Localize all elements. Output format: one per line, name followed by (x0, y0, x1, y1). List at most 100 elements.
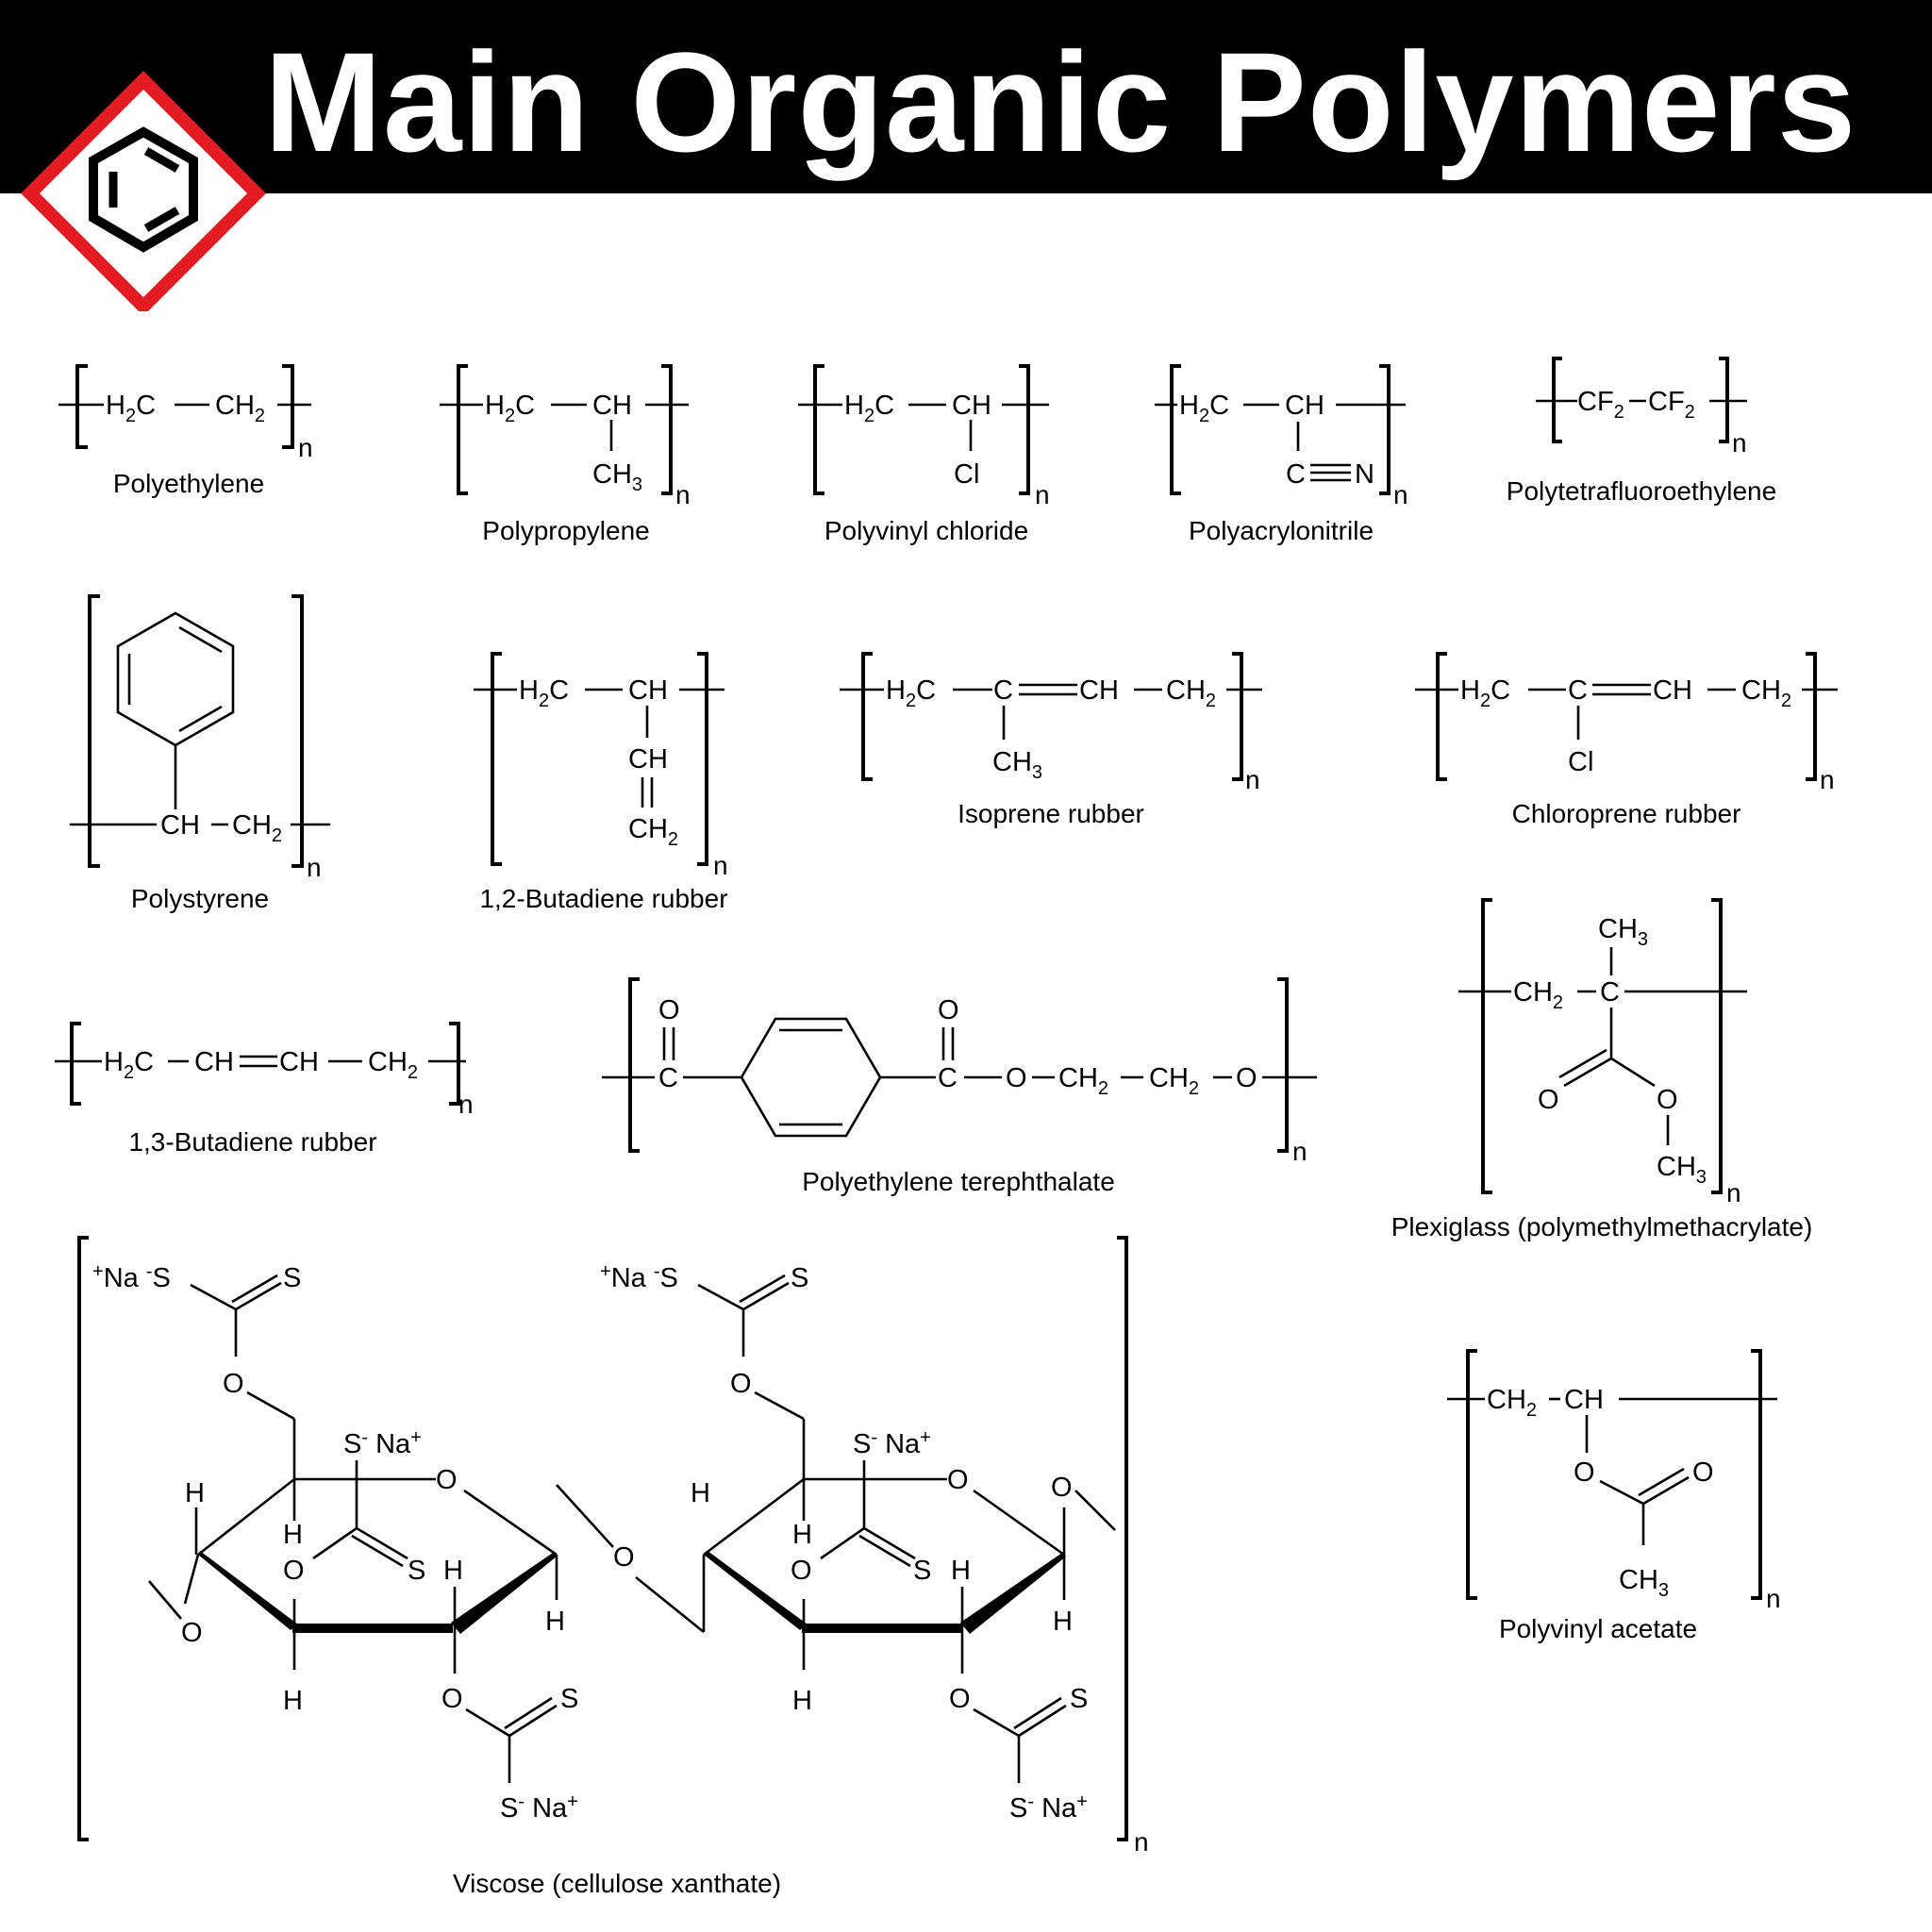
svg-text:S: S (1070, 1684, 1088, 1714)
label-polyacrylonitrile: Polyacrylonitrile (1189, 516, 1374, 545)
svg-text:H: H (185, 1478, 205, 1508)
svg-text:O: O (441, 1684, 463, 1714)
svg-text:H2C: H2C (1460, 675, 1510, 711)
svg-text:C: C (658, 1063, 678, 1093)
svg-text:CH: CH (160, 810, 200, 841)
svg-text:CH2: CH2 (1513, 977, 1563, 1013)
svg-text:H2C: H2C (519, 675, 569, 711)
svg-text:CH2: CH2 (1058, 1063, 1108, 1099)
polypropylene-structure: H2C CH CH3 n Polypropylene (440, 364, 691, 545)
svg-text:H: H (792, 1686, 812, 1716)
svg-text:O: O (938, 995, 959, 1025)
repeat-index: n (1292, 1137, 1307, 1166)
svg-text:CH: CH (592, 391, 632, 421)
pet-structure: C O C O O CH2 CH2 O n Polyethylene terep… (602, 977, 1317, 1196)
svg-text:H: H (691, 1478, 710, 1508)
svg-text:O: O (730, 1369, 752, 1399)
svg-text:C: C (1600, 977, 1620, 1008)
svg-text:CH3: CH3 (592, 459, 642, 495)
repeat-index: n (1134, 1827, 1149, 1857)
svg-text:CH3: CH3 (1657, 1152, 1707, 1188)
butadiene-12-structure: H2C CH CH CH2 n 1,2-Butadiene rubber (474, 652, 728, 913)
title-bar: Main Organic Polymers (0, 0, 1932, 193)
svg-text:CH: CH (279, 1047, 319, 1077)
polyvinyl-acetate-structure: CH2 CH O O CH3 n Polyvinyl acetate (1447, 1349, 1781, 1643)
svg-text:CF2: CF2 (1577, 387, 1624, 423)
repeat-index: n (307, 853, 322, 882)
polytetrafluoroethylene-structure: CF2 CF2 n Polytetrafluoroethylene (1507, 357, 1776, 506)
isoprene-structure: H2C C CH CH2 CH3 n Isoprene rubber (840, 652, 1262, 828)
label-polytetrafluoroethylene: Polytetrafluoroethylene (1507, 476, 1776, 506)
svg-text:H: H (283, 1686, 303, 1716)
label-isoprene: Isoprene rubber (958, 799, 1144, 828)
svg-text:H: H (951, 1556, 971, 1586)
label-polyvinyl-chloride: Polyvinyl chloride (824, 516, 1028, 545)
svg-text:S- Na+: S- Na+ (1009, 1791, 1088, 1824)
svg-text:CH3: CH3 (992, 747, 1042, 783)
svg-text:H: H (443, 1556, 463, 1586)
svg-text:O: O (1236, 1063, 1257, 1093)
svg-text:CH: CH (1564, 1385, 1604, 1415)
chloroprene-structure: H2C C CH CH2 Cl n Chloroprene rubber (1415, 652, 1838, 828)
svg-text:CH2: CH2 (1149, 1063, 1199, 1099)
svg-text:H2C: H2C (485, 391, 535, 426)
svg-text:S- Na+: S- Na+ (853, 1427, 931, 1459)
repeat-index: n (1393, 480, 1408, 509)
svg-text:C: C (938, 1063, 958, 1093)
svg-text:S- Na+: S- Na+ (343, 1427, 422, 1459)
svg-text:S: S (791, 1263, 808, 1293)
svg-text:Cl: Cl (1568, 747, 1593, 777)
svg-text:H: H (545, 1607, 565, 1637)
label-polystyrene: Polystyrene (131, 884, 269, 913)
polyacrylonitrile-structure: H2C CH C N n Polyacrylonitrile (1155, 364, 1408, 545)
repeat-index: n (1726, 1178, 1741, 1208)
svg-text:CH: CH (1285, 391, 1324, 421)
viscose-structure: n +Na -S S O S- Na+ O H H O S (77, 1236, 1149, 1898)
svg-text:O: O (1574, 1457, 1595, 1488)
svg-text:S: S (408, 1556, 425, 1586)
svg-text:O: O (223, 1369, 244, 1399)
svg-text:O: O (949, 1684, 971, 1714)
repeat-index: n (1245, 765, 1260, 794)
label-polyethylene: Polyethylene (113, 469, 264, 498)
svg-text:O: O (1538, 1085, 1559, 1115)
svg-text:CH2: CH2 (1741, 675, 1791, 711)
svg-text:+Na -S: +Na -S (92, 1261, 171, 1293)
svg-text:O: O (613, 1542, 635, 1573)
svg-text:CH3: CH3 (1619, 1565, 1669, 1601)
repeat-index: n (1766, 1584, 1781, 1613)
svg-text:H: H (792, 1520, 812, 1550)
svg-text:CH: CH (1653, 675, 1692, 706)
svg-text:O: O (283, 1556, 305, 1586)
label-polypropylene: Polypropylene (482, 516, 649, 545)
svg-text:O: O (1051, 1473, 1073, 1503)
svg-text:O: O (791, 1556, 812, 1586)
svg-text:H: H (283, 1520, 303, 1550)
svg-text:CH: CH (194, 1047, 234, 1077)
polyethylene-structure: H2C CH2 n Polyethylene (58, 364, 313, 498)
benzene-hazard-icon (21, 71, 266, 311)
label-polyvinyl-acetate: Polyvinyl acetate (1499, 1614, 1697, 1643)
svg-text:C: C (993, 675, 1013, 706)
svg-text:H2C: H2C (1179, 391, 1229, 426)
svg-text:O: O (1006, 1063, 1027, 1093)
svg-text:O: O (436, 1465, 458, 1495)
label-pet: Polyethylene terephthalate (802, 1167, 1115, 1196)
svg-text:H2C: H2C (886, 675, 936, 711)
svg-text:O: O (1657, 1085, 1678, 1115)
label-viscose: Viscose (cellulose xanthate) (453, 1869, 781, 1898)
svg-text:H: H (1053, 1607, 1073, 1637)
label-butadiene-13: 1,3-Butadiene rubber (128, 1127, 376, 1157)
svg-text:O: O (947, 1465, 969, 1495)
svg-text:CH2: CH2 (215, 391, 265, 426)
pmma-structure: CH2 C CH3 O O CH3 n Plexiglass (polymeth… (1391, 898, 1812, 1241)
svg-text:CH: CH (628, 744, 668, 774)
label-chloroprene: Chloroprene rubber (1512, 799, 1741, 828)
svg-text:CF2: CF2 (1648, 387, 1695, 423)
svg-text:+Na -S: +Na -S (600, 1261, 678, 1293)
repeat-index: n (1732, 428, 1747, 458)
page-title: Main Organic Polymers (264, 23, 1857, 181)
svg-text:CH2: CH2 (628, 814, 678, 850)
